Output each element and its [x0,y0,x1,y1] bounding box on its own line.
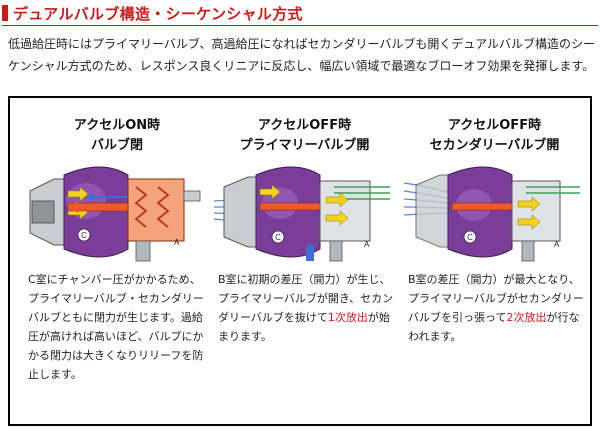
state-title-line2: バルブ閉 [90,138,143,153]
desc-highlight: 1次放出 [327,311,368,324]
desc-text: B室に初期の差圧（開力）が生じ、プライマリーバルブが開き、セカンダリーバルブを抜… [218,273,394,324]
state-title: アクセルOFF時 セカンダリーバルブ開 [402,116,587,156]
svg-text:C: C [81,231,87,240]
svg-text:A: A [174,238,180,247]
desc-highlight: 2次放出 [506,311,547,324]
svg-text:A: A [554,240,560,249]
page-title: デュアルバルブ構造・シーケンシャル方式 [13,4,303,23]
svg-text:C: C [467,233,473,242]
state-column-primary-open: アクセルOFF時 プライマリーバルブ開 C [212,98,397,424]
state-title-line1: アクセルON時 [73,118,161,133]
desc-text-end: が始まります。 [218,311,390,343]
valve-closed-illustration: C A [29,166,201,262]
desc-text: C室にチャンバー圧がかかるため、プライマリーバルブ・セカンダリーバルブともに閉力… [28,273,204,381]
state-column-secondary-open: アクセルOFF時 セカンダリーバルブ開 C A [402,98,587,424]
state-title: アクセルON時 バルブ閉 [22,116,212,156]
state-description: B室に初期の差圧（開力）が生じ、プライマリーバルブが開き、セカンダリーバルブを抜… [218,270,398,346]
state-column-accel-on: アクセルON時 バルブ閉 C A [22,98,212,424]
state-title: アクセルOFF時 プライマリーバルブ開 [212,116,397,156]
state-title-line2: プライマリーバルブ開 [239,138,370,153]
secondary-valve-open-illustration: C A [404,166,580,262]
state-description: B室の差圧（開力）が最大となり、プライマリーバルブがセカンダリーバルブを引っ張っ… [408,270,588,346]
svg-text:C: C [275,233,281,242]
section-header: デュアルバルブ構造・シーケンシャル方式 [2,2,598,24]
state-title-line1: アクセルOFF時 [257,118,352,133]
title-underline [2,25,598,26]
desc-text: B室の差圧（開力）が最大となり、プライマリーバルブがセカンダリーバルブを引っ張っ… [408,273,584,324]
title-marker [2,5,8,21]
svg-text:A: A [364,240,370,249]
valve-diagram-panel: アクセルON時 バルブ閉 C A [8,96,592,426]
primary-valve-open-illustration: C A [214,166,390,262]
state-title-line1: アクセルOFF時 [447,118,542,133]
intro-paragraph: 低過給圧時にはプライマリーバルブ、高過給圧になればセカンダリーバルブも開くデュア… [8,37,596,73]
desc-text-end: が行なわれます。 [408,311,580,343]
state-description: C室にチャンバー圧がかかるため、プライマリーバルブ・セカンダリーバルブともに閉力… [28,270,208,384]
state-title-line2: セカンダリーバルブ開 [429,138,560,153]
